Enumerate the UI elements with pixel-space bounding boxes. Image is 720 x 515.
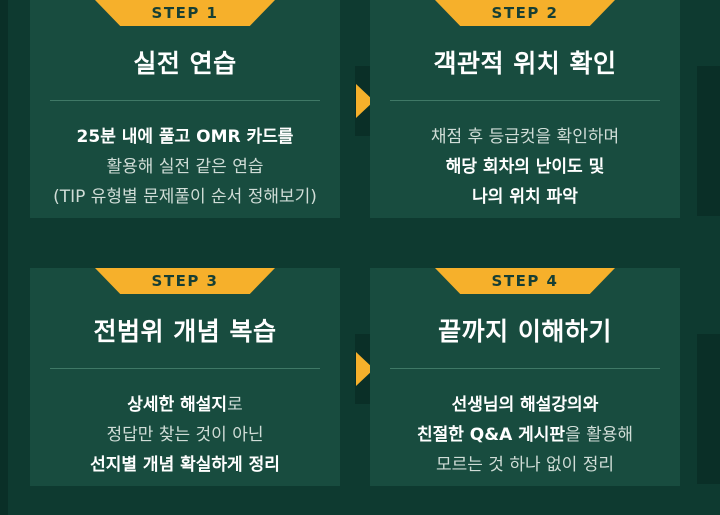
desc-line: 해당 회차의 난이도 및 (370, 152, 680, 182)
step-description: 선생님의 해설강의와 친절한 Q&A 게시판을 활용해 모르는 것 하나 없이 … (370, 390, 680, 480)
step-badge: STEP 4 (435, 268, 615, 294)
step-card-2: STEP 2 객관적 위치 확인 채점 후 등급컷을 확인하며 해당 회차의 난… (370, 0, 680, 218)
desc-text: 선지별 개념 확실하게 정리 (90, 455, 280, 475)
desc-text: 친절한 Q&A 게시판 (416, 425, 566, 445)
desc-line: (TIP 유형별 문제풀이 순서 정해보기) (30, 182, 340, 212)
step-card-3: STEP 3 전범위 개념 복습 상세한 해설지로 정답만 찾는 것이 아닌 선… (30, 268, 340, 486)
desc-line: 선지별 개념 확실하게 정리 (30, 450, 340, 480)
right-edge-strip (697, 66, 720, 216)
step-title: 전범위 개념 복습 (93, 317, 277, 346)
desc-text: 을 활용해 (565, 425, 634, 445)
desc-line: 채점 후 등급컷을 확인하며 (370, 122, 680, 152)
desc-text: 활용해 실전 같은 연습 (106, 157, 264, 177)
desc-line: 상세한 해설지로 (30, 390, 340, 420)
step-description: 상세한 해설지로 정답만 찾는 것이 아닌 선지별 개념 확실하게 정리 (30, 390, 340, 480)
step-title: 실전 연습 (133, 49, 237, 78)
arrow-right-icon (356, 352, 374, 386)
desc-text: 나의 위치 파악 (472, 187, 578, 207)
left-edge-strip (0, 0, 8, 515)
desc-line: 활용해 실전 같은 연습 (30, 152, 340, 182)
desc-line: 친절한 Q&A 게시판을 활용해 (370, 420, 680, 450)
desc-text: (TIP 유형별 문제풀이 순서 정해보기) (53, 187, 317, 207)
desc-text: 상세한 해설지 (127, 395, 228, 415)
desc-text: 정답만 찾는 것이 아닌 (106, 425, 264, 445)
desc-line: 모르는 것 하나 없이 정리 (370, 450, 680, 480)
step-card-1: STEP 1 실전 연습 25분 내에 풀고 OMR 카드를 활용해 실전 같은… (30, 0, 340, 218)
step-badge: STEP 2 (435, 0, 615, 26)
divider (50, 100, 320, 101)
desc-line: 25분 내에 풀고 OMR 카드를 (30, 122, 340, 152)
arrow-right-icon (356, 84, 374, 118)
desc-line: 선생님의 해설강의와 (370, 390, 680, 420)
desc-text: 25분 내에 풀고 OMR 카드를 (76, 127, 294, 147)
desc-text: 채점 후 등급컷을 확인하며 (430, 127, 620, 147)
desc-text: 모르는 것 하나 없이 정리 (435, 455, 614, 475)
desc-text: 로 (227, 395, 243, 415)
desc-text: 선생님의 해설강의와 (451, 395, 599, 415)
step-card-4: STEP 4 끝까지 이해하기 선생님의 해설강의와 친절한 Q&A 게시판을 … (370, 268, 680, 486)
step-badge: STEP 1 (95, 0, 275, 26)
desc-text: 해당 회차의 난이도 및 (445, 157, 605, 177)
step-title: 객관적 위치 확인 (433, 49, 617, 78)
right-edge-strip-lower (697, 334, 720, 484)
step-badge: STEP 3 (95, 268, 275, 294)
desc-line: 나의 위치 파악 (370, 182, 680, 212)
step-description: 채점 후 등급컷을 확인하며 해당 회차의 난이도 및 나의 위치 파악 (370, 122, 680, 212)
divider (50, 368, 320, 369)
divider (390, 368, 660, 369)
desc-line: 정답만 찾는 것이 아닌 (30, 420, 340, 450)
divider (390, 100, 660, 101)
step-description: 25분 내에 풀고 OMR 카드를 활용해 실전 같은 연습 (TIP 유형별 … (30, 122, 340, 212)
step-title: 끝까지 이해하기 (438, 317, 612, 346)
